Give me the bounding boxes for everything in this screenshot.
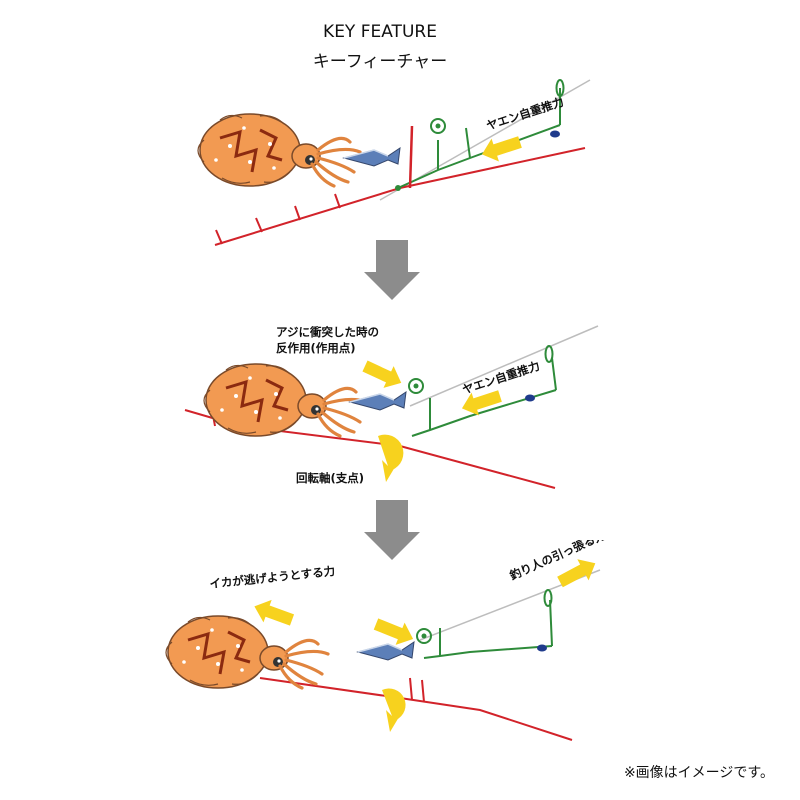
yaen-ring <box>416 628 432 644</box>
rod-guides <box>215 193 341 245</box>
yaen-wire <box>411 389 557 437</box>
yaen-wire <box>397 124 561 189</box>
yaen-arms <box>437 88 561 170</box>
horse-mackerel-icon <box>357 641 415 661</box>
angler-pull-label: 釣り人の引っ張る力 <box>508 540 608 583</box>
image-disclaimer: ※画像はイメージです。 <box>623 765 774 781</box>
yaen-ring <box>408 378 424 394</box>
pivot-point <box>395 185 401 191</box>
squid-icon <box>164 614 330 690</box>
yaen-weight <box>537 644 547 652</box>
rod-guides <box>409 677 425 703</box>
down-arrow-2 <box>364 500 420 560</box>
horse-mackerel-icon <box>349 391 407 411</box>
rotation-arrow <box>378 434 404 482</box>
panel-1-diagram: ヤエン自重推力 <box>196 79 591 246</box>
yaen-ring <box>430 118 446 134</box>
yaen-weight <box>550 130 560 138</box>
squid-icon <box>202 362 368 438</box>
yaen-tip-ring <box>555 79 565 97</box>
squid-icon <box>196 112 362 188</box>
yaen-tip-ring <box>544 345 554 363</box>
yaen-arms <box>429 357 557 430</box>
main-line <box>409 325 599 407</box>
yaen-tip-ring <box>543 589 553 607</box>
reaction-label-line2: 反作用(作用点) <box>276 341 356 355</box>
reaction-label-line1: アジに衝突した時の <box>276 325 379 339</box>
yaen-hook <box>408 125 414 189</box>
fishing-rod <box>259 677 573 741</box>
yaen-wire <box>423 645 553 659</box>
title-japanese: キーフィーチャー <box>312 52 448 72</box>
reaction-force-arrow <box>359 355 407 394</box>
panel-2-diagram: アジに衝突した時の 反作用(作用点) ヤエン自重推力 回転軸(支点) <box>184 325 599 489</box>
yaen-arms <box>439 599 553 656</box>
panel-3-diagram: イカが逃げようとする力 釣り人の引っ張る力 <box>164 540 608 741</box>
rotation-arrow <box>382 688 406 732</box>
title-english: KEY FEATURE <box>323 22 437 42</box>
squid-escape-arrow <box>250 595 297 632</box>
squid-escape-label: イカが逃げようとする力 <box>209 564 336 591</box>
pivot-label: 回転軸(支点) <box>296 471 364 485</box>
yaen-thrust-arrow <box>478 130 524 166</box>
down-arrow-1 <box>364 240 420 300</box>
yaen-weight <box>525 394 535 402</box>
yaen-thrust-label: ヤエン自重推力 <box>461 359 542 397</box>
